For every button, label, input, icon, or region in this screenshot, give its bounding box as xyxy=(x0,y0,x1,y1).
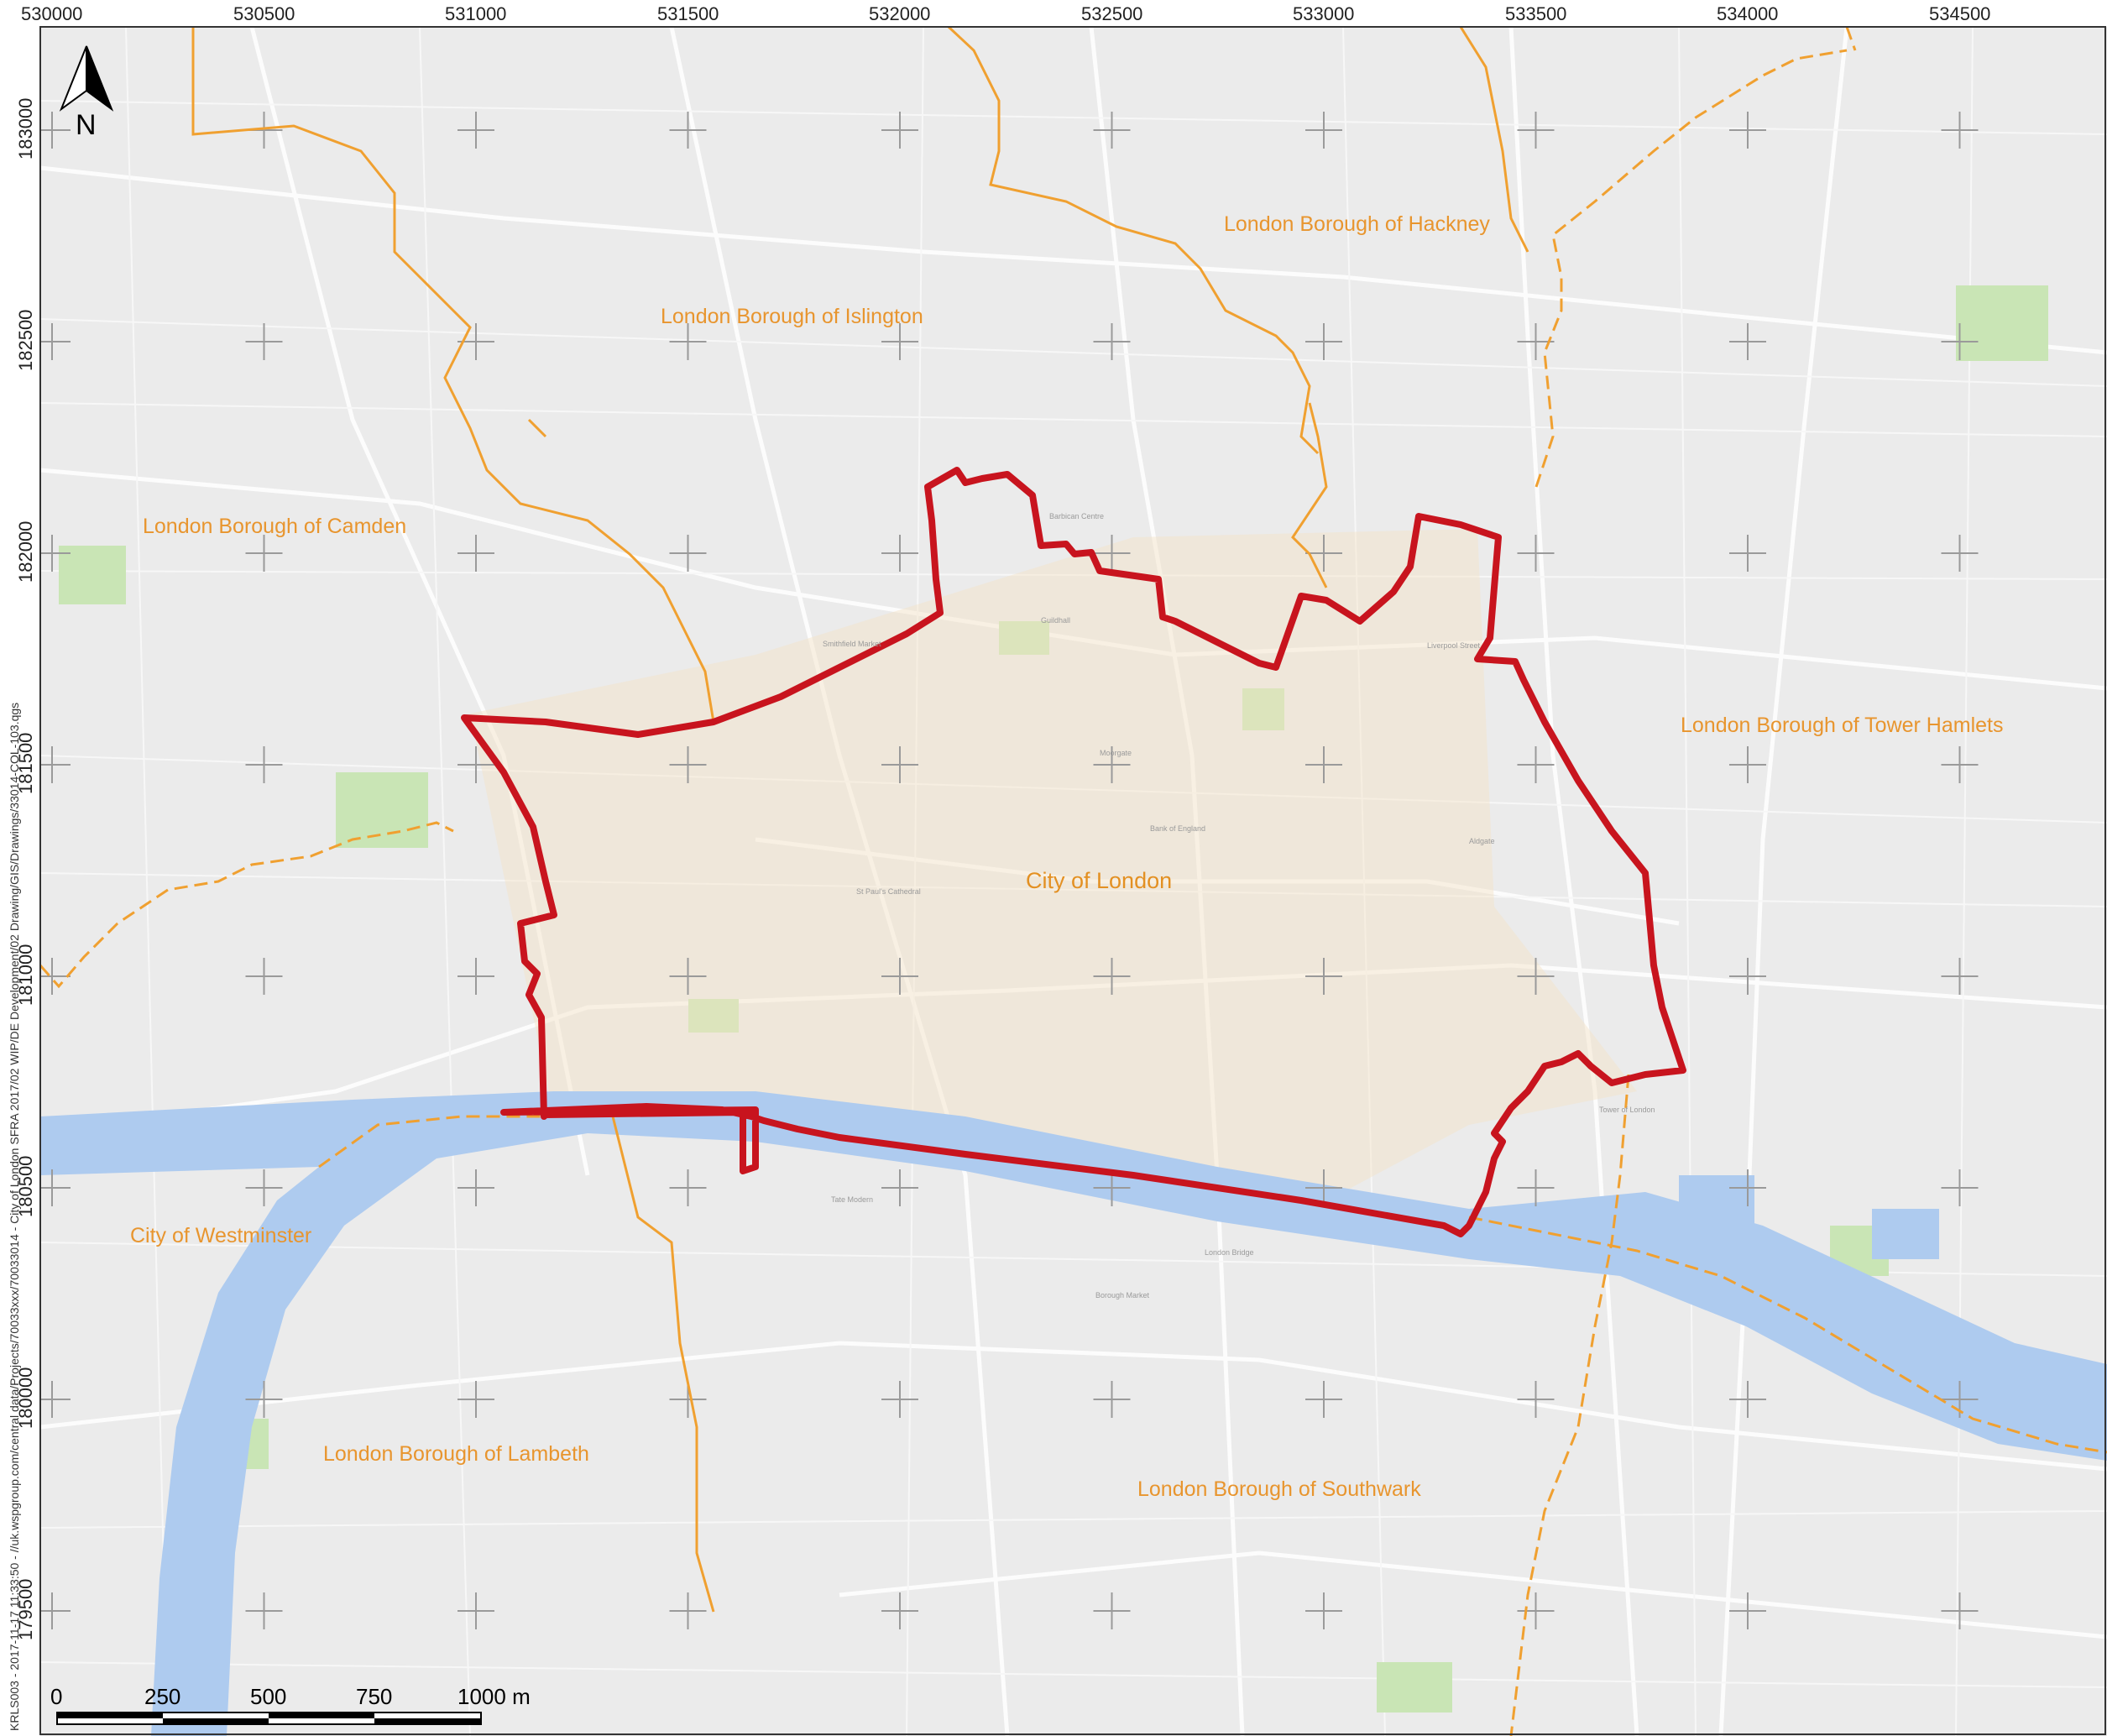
scale-bar-segment xyxy=(269,1712,374,1718)
side-note: KRLS003 - 2017-11-17 11:33:50 - //uk.wsp… xyxy=(8,703,21,1731)
area-label-tower-hamlets: London Borough of Tower Hamlets xyxy=(1681,714,2004,737)
scale-bar-segment xyxy=(163,1718,269,1724)
x-tick-label: 531000 xyxy=(445,3,506,24)
area-label-lambeth: London Borough of Lambeth xyxy=(323,1442,589,1466)
poi-label: London Bridge xyxy=(1205,1248,1254,1257)
area-label-southwark: London Borough of Southwark xyxy=(1137,1477,1421,1501)
map-body[interactable]: Liverpool Street Bank of England Barbica… xyxy=(34,27,2107,1736)
x-axis-ticks: 530000 530500 531000 531500 532000 53250… xyxy=(21,3,1990,24)
scale-bar-segment xyxy=(374,1718,481,1724)
x-tick-label: 530500 xyxy=(233,3,295,24)
poi-label: Tower of London xyxy=(1599,1106,1655,1114)
area-label-city-of-london: City of London xyxy=(1026,868,1172,893)
river-thames xyxy=(40,1091,2107,1736)
area-labels: London Borough of Hackney London Borough… xyxy=(130,212,2004,1501)
y-tick-label: 182500 xyxy=(15,310,36,371)
borough-boundaries xyxy=(191,27,1529,1613)
x-tick-label: 532500 xyxy=(1081,3,1142,24)
scale-label: 1000 m xyxy=(457,1684,531,1709)
scale-label: 0 xyxy=(50,1684,62,1709)
dock-water xyxy=(1679,1175,1754,1234)
poi-label: Moorgate xyxy=(1100,749,1132,757)
poi-label: Bank of England xyxy=(1150,824,1205,833)
y-axis-ticks: 183000 182500 182000 181500 181000 18050… xyxy=(15,98,36,1640)
y-tick-label: 181000 xyxy=(15,944,36,1006)
poi-label: Barbican Centre xyxy=(1049,512,1104,520)
scale-label: 750 xyxy=(356,1684,392,1709)
north-label: N xyxy=(76,109,97,141)
y-tick-label: 182000 xyxy=(15,521,36,583)
map-border xyxy=(39,26,2106,1735)
scale-bar: 0 250 500 750 1000 m xyxy=(50,1684,531,1725)
x-tick-label: 534000 xyxy=(1717,3,1778,24)
y-tick-label: 181500 xyxy=(15,733,36,794)
x-tick-label: 533000 xyxy=(1293,3,1354,24)
scale-label: 500 xyxy=(250,1684,286,1709)
y-tick-label: 179500 xyxy=(15,1579,36,1640)
x-tick-label: 531500 xyxy=(657,3,719,24)
scale-label: 250 xyxy=(144,1684,180,1709)
area-label-westminster: City of Westminster xyxy=(130,1224,311,1247)
poi-label: Aldgate xyxy=(1469,837,1495,845)
minor-roads xyxy=(40,27,2107,1736)
poi-label: Borough Market xyxy=(1095,1291,1150,1299)
road-network xyxy=(40,27,2107,1736)
x-tick-label: 534500 xyxy=(1929,3,1990,24)
poi-label: St Paul's Cathedral xyxy=(856,887,921,896)
poi-labels: Liverpool Street Bank of England Barbica… xyxy=(823,512,1655,1299)
poi-label: Liverpool Street xyxy=(1427,641,1481,650)
poi-label: Guildhall xyxy=(1041,616,1070,625)
x-tick-label: 530000 xyxy=(21,3,82,24)
city-of-london-boundary[interactable] xyxy=(461,467,1686,1237)
borough-boundaries-dashed xyxy=(40,27,2107,1736)
x-tick-label: 533500 xyxy=(1505,3,1566,24)
area-label-hackney: London Borough of Hackney xyxy=(1224,212,1490,236)
area-label-islington: London Borough of Islington xyxy=(661,305,923,328)
y-tick-label: 183000 xyxy=(15,98,36,159)
x-tick-label: 532000 xyxy=(869,3,930,24)
north-arrow: N xyxy=(59,45,114,141)
city-shading xyxy=(470,529,1637,1192)
poi-label: Smithfield Market xyxy=(823,640,881,648)
y-tick-label: 180500 xyxy=(15,1156,36,1217)
area-label-camden: London Borough of Camden xyxy=(143,515,406,538)
y-tick-label: 180000 xyxy=(15,1367,36,1429)
poi-label: Tate Modern xyxy=(831,1195,873,1204)
north-arrow-right-icon xyxy=(86,45,114,112)
scale-bar-segment xyxy=(57,1712,163,1718)
dock-water-east xyxy=(1872,1209,1939,1259)
